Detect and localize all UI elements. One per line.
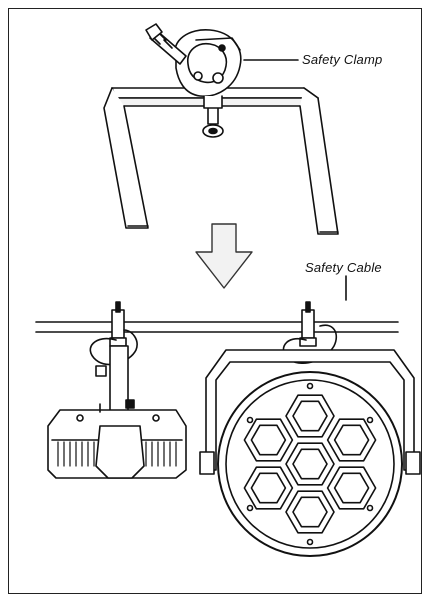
safety-clamp-icon <box>145 23 242 109</box>
lens-hex-inner <box>250 424 287 456</box>
lens-hex-inner <box>292 448 328 480</box>
safety-cable-label: Safety Cable <box>305 260 382 275</box>
down-arrow-icon <box>195 223 253 289</box>
lens-hex-inner <box>333 472 370 504</box>
lens-hex-inner <box>333 424 370 456</box>
lens-hex-inner <box>292 496 328 528</box>
safety-clamp-label: Safety Clamp <box>302 52 383 67</box>
truss-bar-icon <box>35 321 399 333</box>
mounting-bracket-icon <box>103 87 339 235</box>
lens-hex-inner <box>250 472 287 504</box>
par-fixture-side-icon <box>47 301 187 479</box>
lens-hex-inner <box>292 400 328 432</box>
par-fixture-front-icon <box>199 301 421 557</box>
